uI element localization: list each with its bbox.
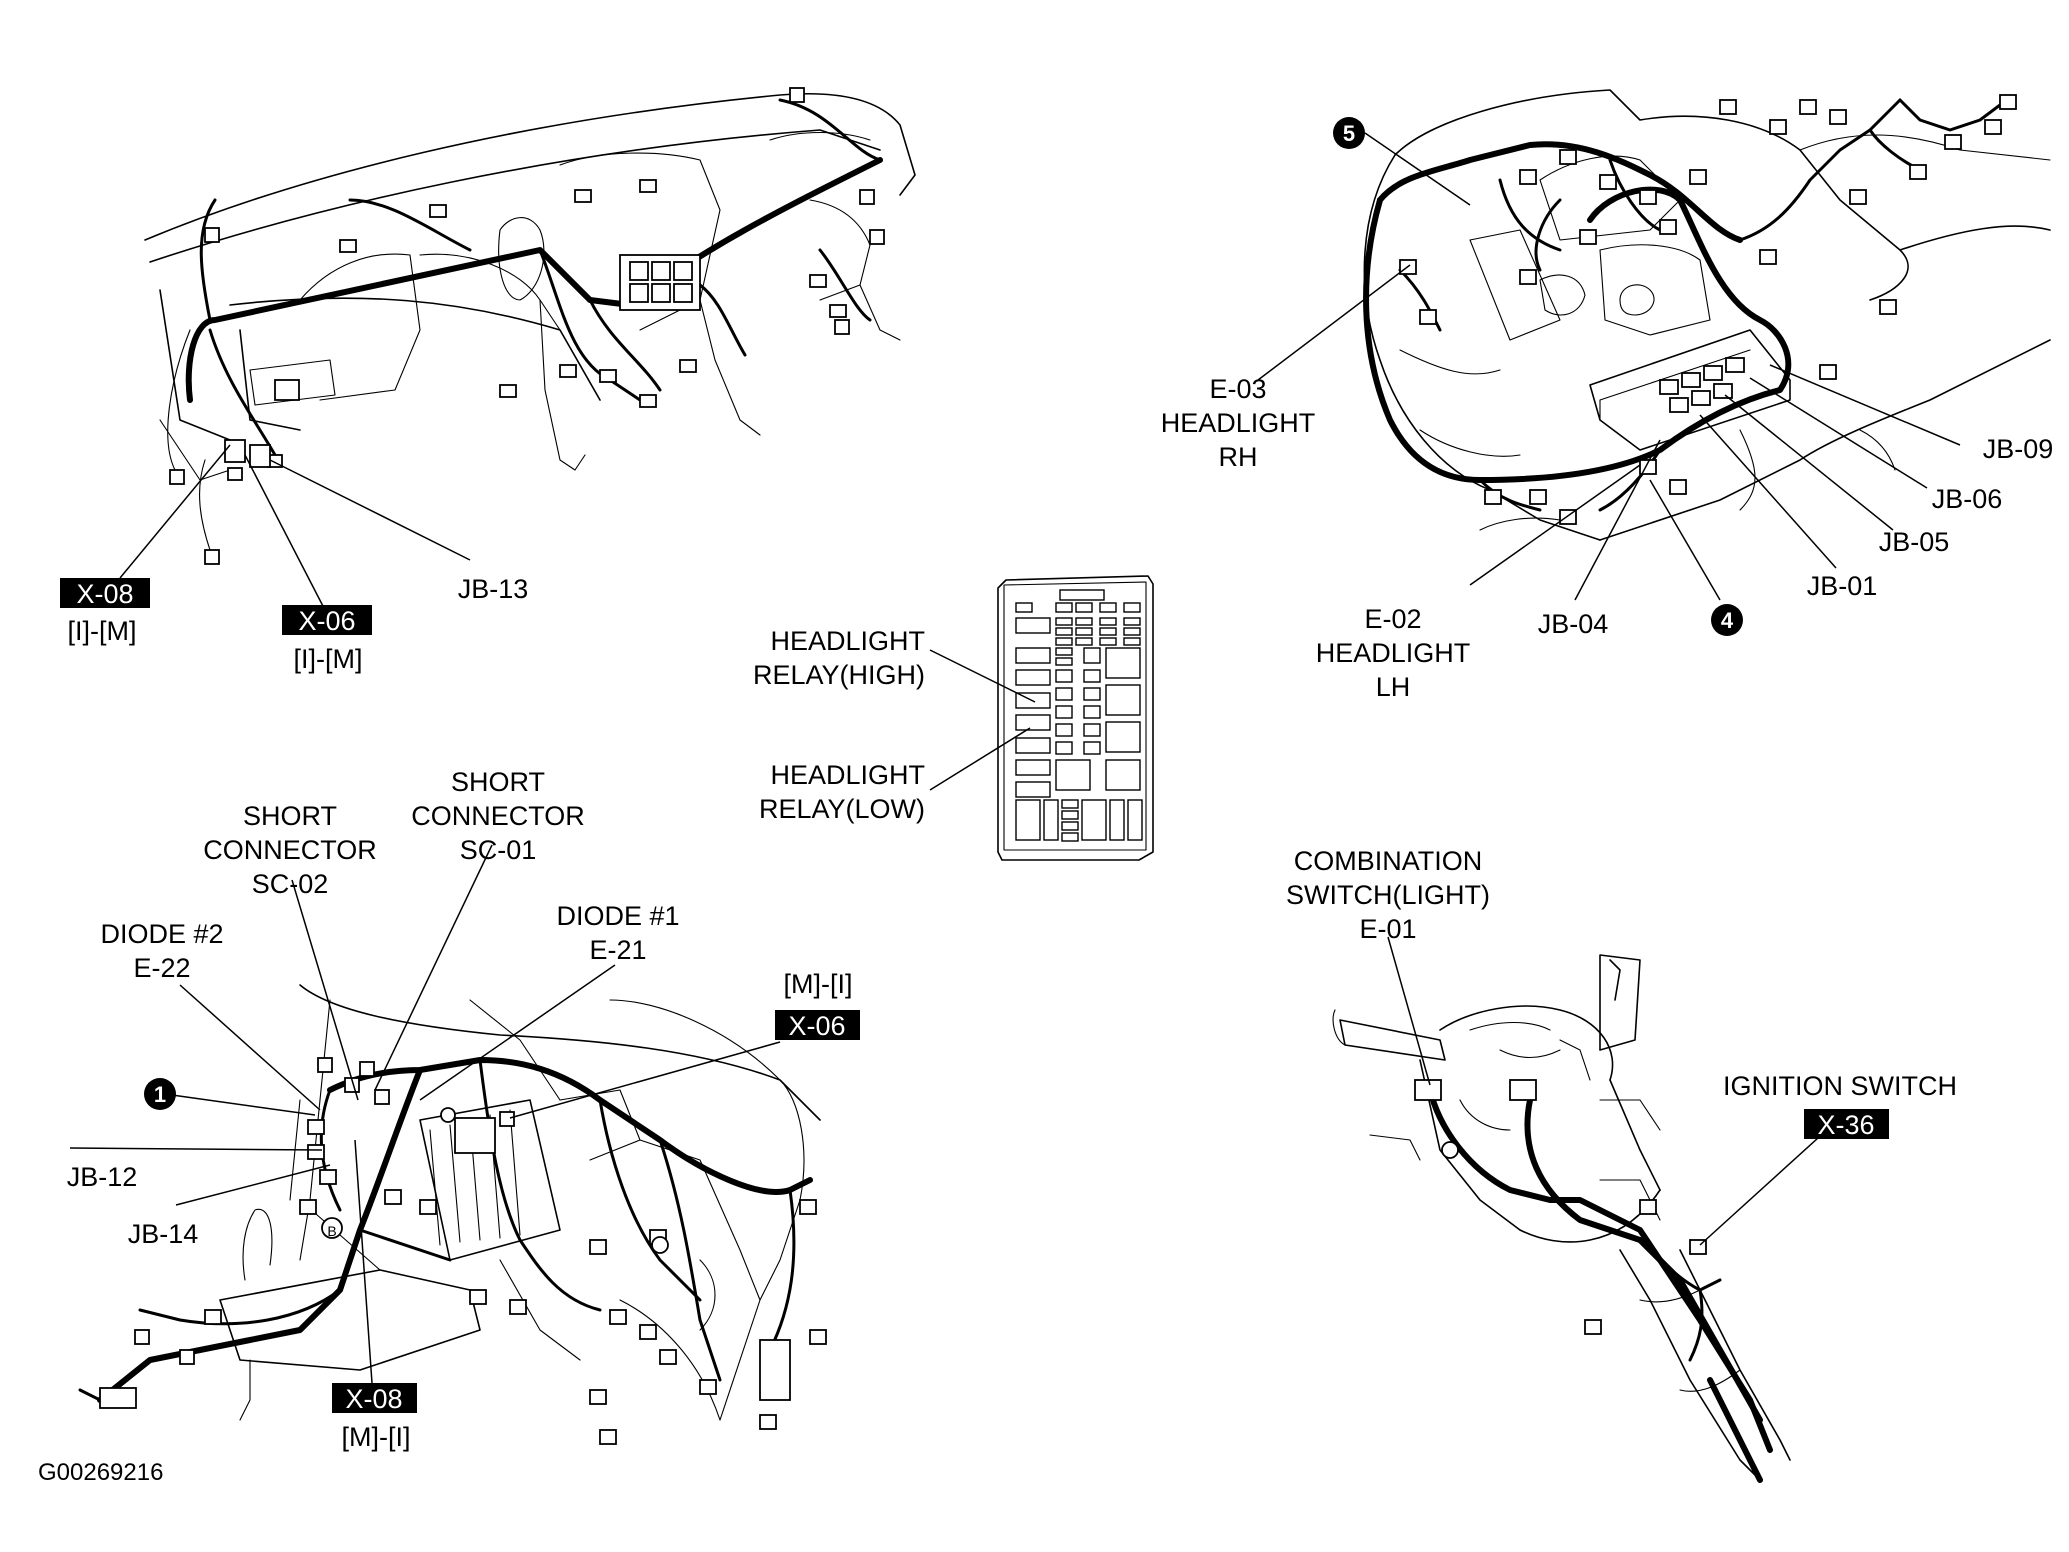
x06-top-connector-pair: [I]-[M]: [294, 644, 363, 674]
svg-text:COMBINATION: COMBINATION: [1294, 846, 1483, 876]
jb13-label: JB-13: [458, 574, 529, 604]
svg-text:HEADLIGHT: HEADLIGHT: [1161, 408, 1316, 438]
marker-5: [1333, 117, 1365, 149]
bottom-left-labels: 1 B SHORT CONNECTOR SC-02 SHORT CONNECTO…: [67, 767, 860, 1452]
x06-bottom-connector-pair: [M]-[I]: [784, 969, 853, 999]
x08-bottom-connector-pair: [M]-[I]: [342, 1422, 411, 1452]
svg-text:E-21: E-21: [589, 935, 646, 965]
jb06-label: JB-06: [1932, 484, 2003, 514]
svg-text:LH: LH: [1376, 672, 1411, 702]
ignition-switch-label: IGNITION SWITCH: [1723, 1071, 1957, 1101]
diode1-label: DIODE #1 E-21: [556, 901, 679, 965]
svg-text:E-03: E-03: [1209, 374, 1266, 404]
svg-text:RELAY(LOW): RELAY(LOW): [759, 794, 925, 824]
top-right-labels: 5 4 E-03 HEADLIGHT RH JB-09 JB-06 JB-05 …: [1161, 117, 2054, 702]
floor-console-harness-illustration: [78, 984, 827, 1445]
svg-text:CONNECTOR: CONNECTOR: [203, 835, 377, 865]
engine-room-harness-illustration: [1363, 89, 2051, 541]
steering-column-illustration: [1332, 954, 1791, 1483]
x06-top-tag: [282, 605, 372, 635]
headlight-relay-low-label: HEADLIGHT RELAY(LOW): [759, 760, 925, 824]
x08-bottom-tag-text: X-08: [345, 1384, 402, 1414]
x08-top-tag-text: X-08: [76, 579, 133, 609]
e03-headlight-rh-label: E-03 HEADLIGHT RH: [1161, 374, 1316, 472]
svg-text:SHORT: SHORT: [451, 767, 545, 797]
marker-b: B: [327, 1223, 336, 1239]
jb12-label: JB-12: [67, 1162, 138, 1192]
svg-text:DIODE #1: DIODE #1: [556, 901, 679, 931]
marker-5-text: 5: [1343, 121, 1355, 146]
sc02-label: SHORT CONNECTOR SC-02: [203, 801, 377, 899]
relay-box-illustration: [997, 575, 1154, 861]
headlight-relay-high-label: HEADLIGHT RELAY(HIGH): [753, 626, 925, 690]
marker-4: [1711, 604, 1743, 636]
svg-text:HEADLIGHT: HEADLIGHT: [770, 626, 925, 656]
svg-text:HEADLIGHT: HEADLIGHT: [770, 760, 925, 790]
marker-4-text: 4: [1721, 608, 1734, 633]
x36-tag-text: X-36: [1817, 1110, 1874, 1140]
svg-text:CONNECTOR: CONNECTOR: [411, 801, 585, 831]
sc01-label: SHORT CONNECTOR SC-01: [411, 767, 585, 865]
svg-text:SC-02: SC-02: [252, 869, 329, 899]
e02-headlight-lh-label: E-02 HEADLIGHT LH: [1316, 604, 1471, 702]
marker-1-text: 1: [154, 1082, 166, 1107]
instrument-panel-harness-illustration: [144, 87, 916, 565]
svg-text:SWITCH(LIGHT): SWITCH(LIGHT): [1286, 880, 1490, 910]
svg-text:E-22: E-22: [133, 953, 190, 983]
top-left-labels: X-08 [I]-[M] X-06 [I]-[M] JB-13: [60, 444, 529, 674]
x08-top-connector-pair: [I]-[M]: [68, 616, 137, 646]
svg-text:DIODE #2: DIODE #2: [100, 919, 223, 949]
svg-text:E-02: E-02: [1364, 604, 1421, 634]
x08-top-tag: [60, 578, 150, 608]
svg-text:E-01: E-01: [1359, 914, 1416, 944]
relay-labels: HEADLIGHT RELAY(HIGH) HEADLIGHT RELAY(LO…: [753, 626, 1036, 824]
jb09-label: JB-09: [1983, 434, 2054, 464]
x06-top-tag-text: X-06: [298, 606, 355, 636]
combination-switch-label: COMBINATION SWITCH(LIGHT) E-01: [1286, 846, 1490, 944]
marker-1: [144, 1078, 176, 1110]
bottom-right-labels: COMBINATION SWITCH(LIGHT) E-01 IGNITION …: [1286, 846, 1957, 1246]
jb14-label: JB-14: [128, 1219, 199, 1249]
x36-tag: [1804, 1109, 1889, 1139]
svg-text:RH: RH: [1219, 442, 1258, 472]
diode2-label: DIODE #2 E-22: [100, 919, 223, 983]
x06-bottom-tag-text: X-06: [788, 1011, 845, 1041]
x08-bottom-tag: [332, 1383, 417, 1413]
svg-text:SHORT: SHORT: [243, 801, 337, 831]
x06-bottom-tag: [775, 1010, 860, 1040]
svg-text:RELAY(HIGH): RELAY(HIGH): [753, 660, 925, 690]
figure-code: G00269216: [38, 1459, 163, 1486]
svg-text:SC-01: SC-01: [460, 835, 537, 865]
jb01-label: JB-01: [1807, 571, 1878, 601]
svg-text:HEADLIGHT: HEADLIGHT: [1316, 638, 1471, 668]
jb05-label: JB-05: [1879, 527, 1950, 557]
jb04-label: JB-04: [1538, 609, 1609, 639]
